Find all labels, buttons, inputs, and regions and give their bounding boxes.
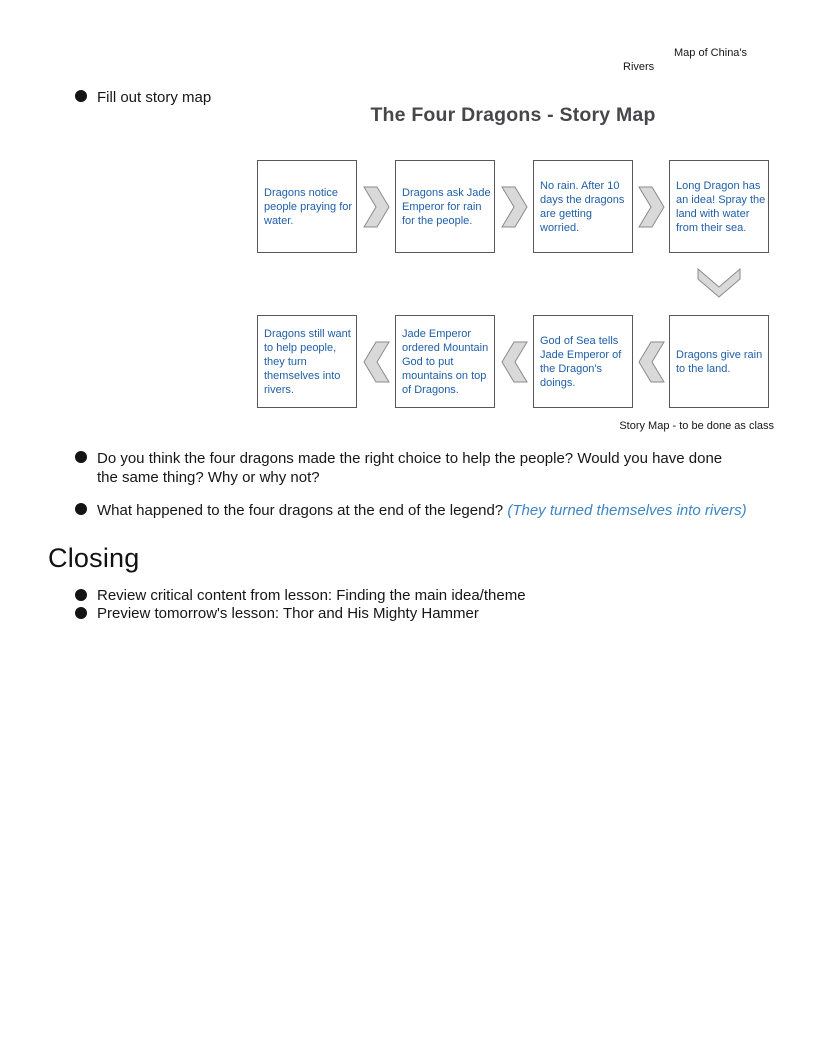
bullet-question-end-of-legend: What happened to the four dragons at the… [75, 501, 747, 520]
story-box-8-text: Dragons still want to help people, they … [264, 327, 351, 396]
story-box-5: Dragons give rain to the land. [669, 315, 769, 408]
story-box-8: Dragons still want to help people, they … [257, 315, 357, 408]
story-box-2: Dragons ask Jade Emperor for rain for th… [395, 160, 495, 253]
arrow-right-icon [363, 186, 390, 228]
bullet-icon [75, 607, 87, 619]
arrow-left-icon [638, 341, 665, 383]
story-box-3-text: No rain. After 10 days the dragons are g… [540, 179, 625, 234]
bullet-question-right-choice: Do you think the four dragons made the r… [75, 449, 747, 487]
arrow-left-icon [501, 341, 528, 383]
arrow-down-icon [697, 268, 741, 298]
story-map-diagram: Dragons notice people praying for water.… [257, 160, 769, 408]
bullet-icon [75, 503, 87, 515]
story-box-7-text: Jade Emperor ordered Mountain God to put… [402, 327, 489, 396]
arrow-right-icon [501, 186, 528, 228]
story-map-title: The Four Dragons - Story Map [370, 104, 656, 126]
bullet-fill-out-story-map: Fill out story map [75, 88, 211, 107]
bullet-review-content: Review critical content from lesson: Fin… [75, 587, 526, 604]
closing-heading: Closing [48, 543, 140, 573]
arrow-left-icon [363, 341, 390, 383]
arrow-right-icon [638, 186, 665, 228]
story-map-caption: Story Map - to be done as class [619, 420, 774, 432]
bullet-icon [75, 589, 87, 601]
story-box-6: God of Sea tells Jade Emperor of the Dra… [533, 315, 633, 408]
bullet-preview-lesson: Preview tomorrow's lesson: Thor and His … [75, 605, 479, 622]
header-fragment-line1: Map of China's [674, 47, 748, 59]
bullet-icon [75, 90, 87, 102]
closing-item-label: Review critical content from lesson: Fin… [97, 587, 526, 604]
bullet-icon [75, 451, 87, 463]
story-box-1-text: Dragons notice people praying for water. [264, 186, 353, 227]
story-box-7: Jade Emperor ordered Mountain God to put… [395, 315, 495, 408]
story-box-5-text: Dragons give rain to the land. [676, 348, 763, 375]
story-box-4: Long Dragon has an idea! Spray the land … [669, 160, 769, 253]
question-text: Do you think the four dragons made the r… [97, 450, 723, 486]
story-box-6-text: God of Sea tells Jade Emperor of the Dra… [540, 334, 622, 389]
bullet-label: Fill out story map [97, 89, 212, 106]
question-text: What happened to the four dragons at the… [97, 502, 504, 519]
story-box-4-text: Long Dragon has an idea! Spray the land … [676, 179, 766, 234]
question-answer: (They turned themselves into rivers) [507, 502, 747, 519]
header-fragment-line2: Rivers [623, 61, 655, 73]
story-box-2-text: Dragons ask Jade Emperor for rain for th… [402, 186, 491, 227]
story-box-3: No rain. After 10 days the dragons are g… [533, 160, 633, 253]
closing-item-label: Preview tomorrow's lesson: Thor and His … [97, 605, 479, 622]
story-box-1: Dragons notice people praying for water. [257, 160, 357, 253]
